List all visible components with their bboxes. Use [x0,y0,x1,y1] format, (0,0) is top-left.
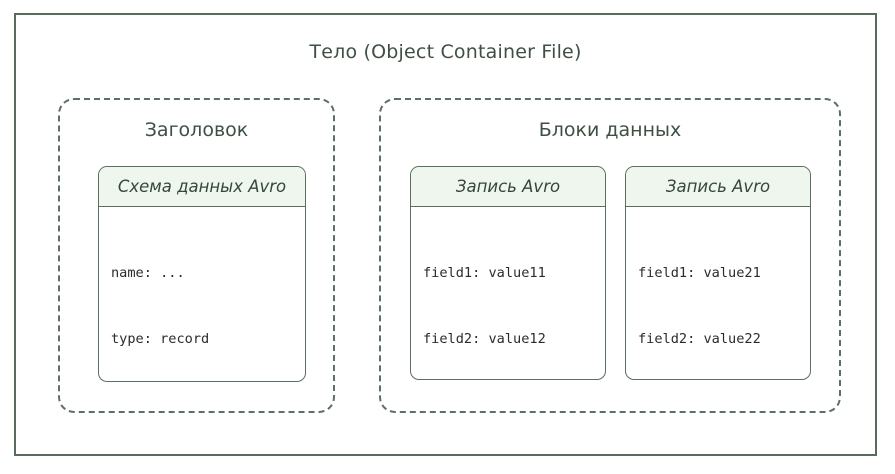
avro-record-card-1-header: Запись Avro [411,167,605,207]
code-line: type: record [111,331,210,347]
code-line: field1: value21 [638,265,761,281]
avro-schema-card-header: Схема данных Avro [99,167,305,207]
avro-schema-card-body: name: ... type: record field1: datatype1… [99,207,305,381]
avro-record-card-2-header: Запись Avro [626,167,810,207]
header-group: Заголовок [58,98,335,413]
avro-record-card-1-body: field1: value11 field2: value12 ... [sys… [411,207,605,379]
avro-record-card-1: Запись Avro field1: value11 field2: valu… [410,166,606,380]
avro-schema-card: Схема данных Avro name: ... type: record… [98,166,306,382]
code-line: field2: value22 [638,331,761,347]
avro-record-card-2-body: field1: value21 field2: value22 ... [sys… [626,207,810,379]
data-blocks-group-title: Блоки данных [538,119,682,141]
code-line: field2: value12 [423,331,546,347]
code-line: name: ... [111,265,185,281]
code-line: field1: value11 [423,265,546,281]
header-group-title: Заголовок [144,119,249,141]
diagram-title: Тело (Object Container File) [309,41,582,63]
data-blocks-group: Блоки данных [379,98,841,413]
avro-record-card-2: Запись Avro field1: value21 field2: valu… [625,166,811,380]
